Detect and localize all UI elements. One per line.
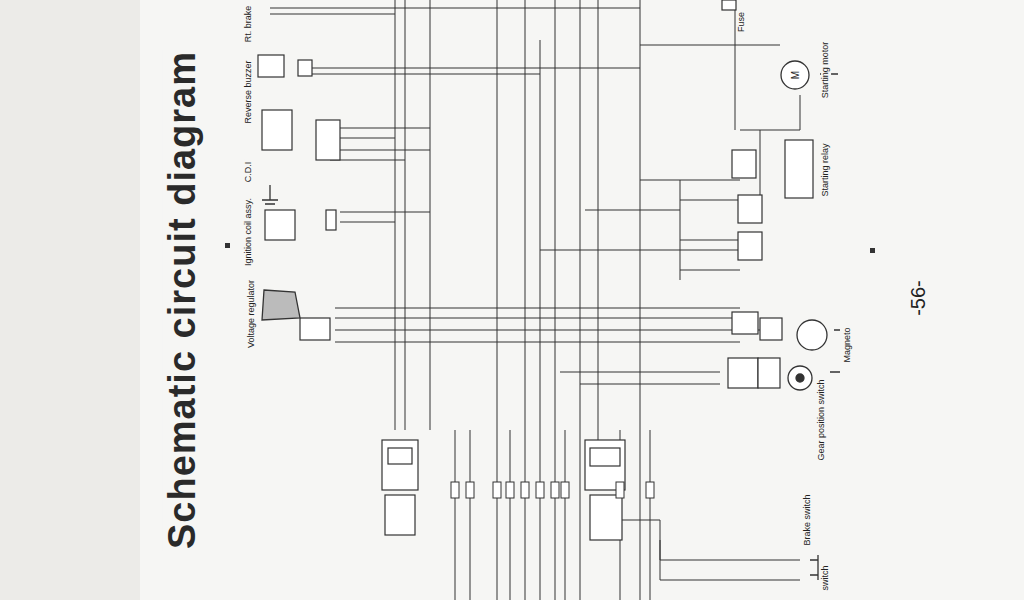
component-label: Brake switch	[803, 492, 813, 547]
component-label: switch	[821, 563, 831, 592]
fuse-symbols	[451, 482, 654, 498]
wires	[270, 0, 800, 600]
connector-symbols	[258, 0, 813, 540]
component-label: Fuse	[737, 10, 747, 34]
component-label: Rt. brake	[244, 4, 254, 45]
component-label: Gear position switch	[817, 377, 827, 462]
component-label: Reverse buzzer	[244, 58, 254, 125]
component-label: Starting relay	[821, 141, 831, 198]
mark	[870, 248, 875, 253]
component-label: C.D.I	[244, 160, 254, 185]
paper-margin	[0, 0, 140, 600]
component-label: Ignition coil assy.	[244, 196, 254, 268]
component-label: Magneto	[843, 325, 853, 364]
diagram-title: Schematic circuit diagram	[162, 49, 204, 551]
page-number: -56-	[907, 278, 929, 318]
motor-symbol-letter: M	[790, 69, 801, 81]
component-label: Starting motor	[821, 40, 831, 101]
component-symbols	[262, 61, 840, 580]
component-label: Voltage regulator	[247, 278, 257, 350]
mark	[225, 243, 230, 248]
